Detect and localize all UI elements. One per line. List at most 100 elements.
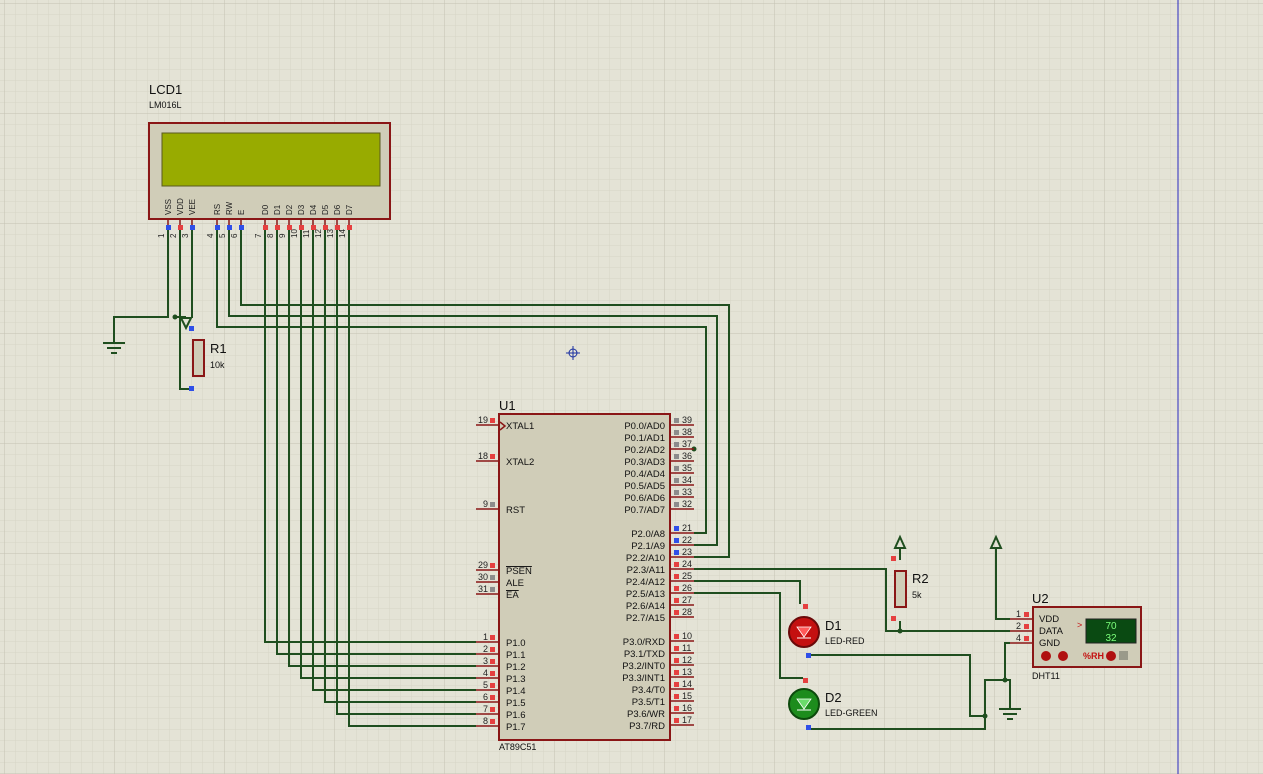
u1-pin-pad[interactable] [674,706,679,711]
lcd-pin-d0[interactable] [263,225,268,230]
u1-pin-pad[interactable] [490,563,495,568]
u1-pin-pad[interactable] [674,562,679,567]
u1-pin-pad[interactable] [674,634,679,639]
u1-pin-number: 11 [682,643,691,653]
u1-pin-label-p0-0-ad0: P0.0/AD0 [624,421,665,432]
u1-pin-pad[interactable] [674,466,679,471]
unit-toggle-icon[interactable] [1119,651,1128,660]
lcd-pin-d5[interactable] [323,225,328,230]
wire-dht-vdd [995,548,1010,620]
u1-pin-pad[interactable] [490,587,495,592]
lcd-pin-e[interactable] [239,225,244,230]
u2-pin-pad[interactable] [1024,636,1029,641]
u1-pin-label-p2-1-a9: P2.1/A9 [631,541,665,552]
lcd-pin-d6[interactable] [335,225,340,230]
d1-pin-top[interactable] [803,604,808,609]
u1-body[interactable] [498,413,671,741]
u1-pin-pad[interactable] [490,683,495,688]
lcd-pin-d4[interactable] [311,225,316,230]
u1-pin-number: 10 [682,631,692,641]
r2-pin-bottom[interactable] [891,616,896,621]
u1-pin-pad[interactable] [674,586,679,591]
u1-pin-pad[interactable] [490,647,495,652]
u1-pin-pad[interactable] [490,695,495,700]
lcd-pin-vee[interactable] [190,225,195,230]
u1-pin-pad[interactable] [674,550,679,555]
u1-pin-label-p0-5-ad5: P0.5/AD5 [624,481,665,492]
u1-pin-label-p0-1-ad1: P0.1/AD1 [624,433,665,444]
d2-pin-bottom[interactable] [806,725,811,730]
u1-pin-pad[interactable] [674,682,679,687]
u1-pin-pad[interactable] [490,575,495,580]
lcd-pin-vss[interactable] [166,225,171,230]
u1-pin-pad[interactable] [674,490,679,495]
u1-pin-pad[interactable] [674,670,679,675]
lcd-pin-d3[interactable] [299,225,304,230]
resistor-r2[interactable]: R2 5k [891,556,929,621]
lcd-pin-d1[interactable] [275,225,280,230]
decrement-button-icon[interactable] [1041,651,1051,661]
wire-dht-gnd [1004,642,1010,680]
u1-pin-pad[interactable] [674,574,679,579]
lcd-pin-number: 14 [338,229,347,238]
u2-pin-label-data: DATA [1039,626,1064,637]
u1-pin-pad[interactable] [674,658,679,663]
u1-pin-label-p0-3-ad3: P0.3/AD3 [624,457,665,468]
u1-pin-pad[interactable] [674,478,679,483]
lcd-pin-name: D3 [297,204,306,215]
u1-pin-pad[interactable] [490,719,495,724]
u1-pin-pad[interactable] [674,430,679,435]
d2-pin-top[interactable] [803,678,808,683]
wire-rw-p21 [228,228,718,546]
u1-pin-label-p3-1-txd: P3.1/TXD [624,649,665,660]
u1-pin-pad[interactable] [674,538,679,543]
u1-pin-pad[interactable] [674,718,679,723]
r2-pin-top[interactable] [891,556,896,561]
u1-pin-number: 19 [478,415,488,425]
lcd-pin-number: 13 [326,229,335,238]
r1-body[interactable] [192,339,205,377]
lcd-pin-d2[interactable] [287,225,292,230]
lcd-pin-rw[interactable] [227,225,232,230]
u1-pin-pad[interactable] [490,418,495,423]
u1-pin-pad[interactable] [674,454,679,459]
r1-pin-top[interactable] [189,326,194,331]
led-red-d1[interactable]: D1 LED-RED [788,604,865,658]
lcd-screen [161,132,381,187]
u1-pin-pad[interactable] [490,659,495,664]
u1-pin-pad[interactable] [674,646,679,651]
u1-pin-pad[interactable] [490,635,495,640]
u1-pin-pad[interactable] [674,598,679,603]
u1-pin-number: 38 [682,427,692,437]
lcd-pin-rs[interactable] [215,225,220,230]
u1-pin-pad[interactable] [490,454,495,459]
d1-pin-bottom[interactable] [806,653,811,658]
r1-pin-bottom[interactable] [189,386,194,391]
u1-pin-pad[interactable] [674,526,679,531]
potentiometer-r1[interactable]: R1 10k [179,317,227,391]
d1-ref-label: D1 [825,618,842,633]
u1-pin-pad[interactable] [490,671,495,676]
u1-pin-pad[interactable] [674,694,679,699]
lcd-pin-d7[interactable] [347,225,352,230]
r2-body[interactable] [894,570,907,608]
d2-model-label: LED-GREEN [825,708,878,718]
u1-pin-number: 8 [483,716,488,726]
increment-button-icon[interactable] [1058,651,1068,661]
lcd-module[interactable]: LCD1 LM016L VSS1VDD2VEE3RS4RW5E6D07D18D2… [148,82,391,238]
u2-pin-pad[interactable] [1024,612,1029,617]
u1-pin-pad[interactable] [674,502,679,507]
u1-pin-pad[interactable] [490,707,495,712]
led-green-d2[interactable]: D2 LED-GREEN [788,678,878,730]
u1-pin-pad[interactable] [490,502,495,507]
microcontroller-u1[interactable]: U1 AT89C51 19XTAL118XTAL29RST29PSEN30ALE… [476,398,694,752]
u1-pin-pad[interactable] [674,610,679,615]
mode-button-icon[interactable] [1106,651,1116,661]
u1-pin-number: 30 [478,572,488,582]
u1-pin-pad[interactable] [674,442,679,447]
u2-pin-pad[interactable] [1024,624,1029,629]
u1-pin-pad[interactable] [674,418,679,423]
lcd-pin-vdd[interactable] [178,225,183,230]
